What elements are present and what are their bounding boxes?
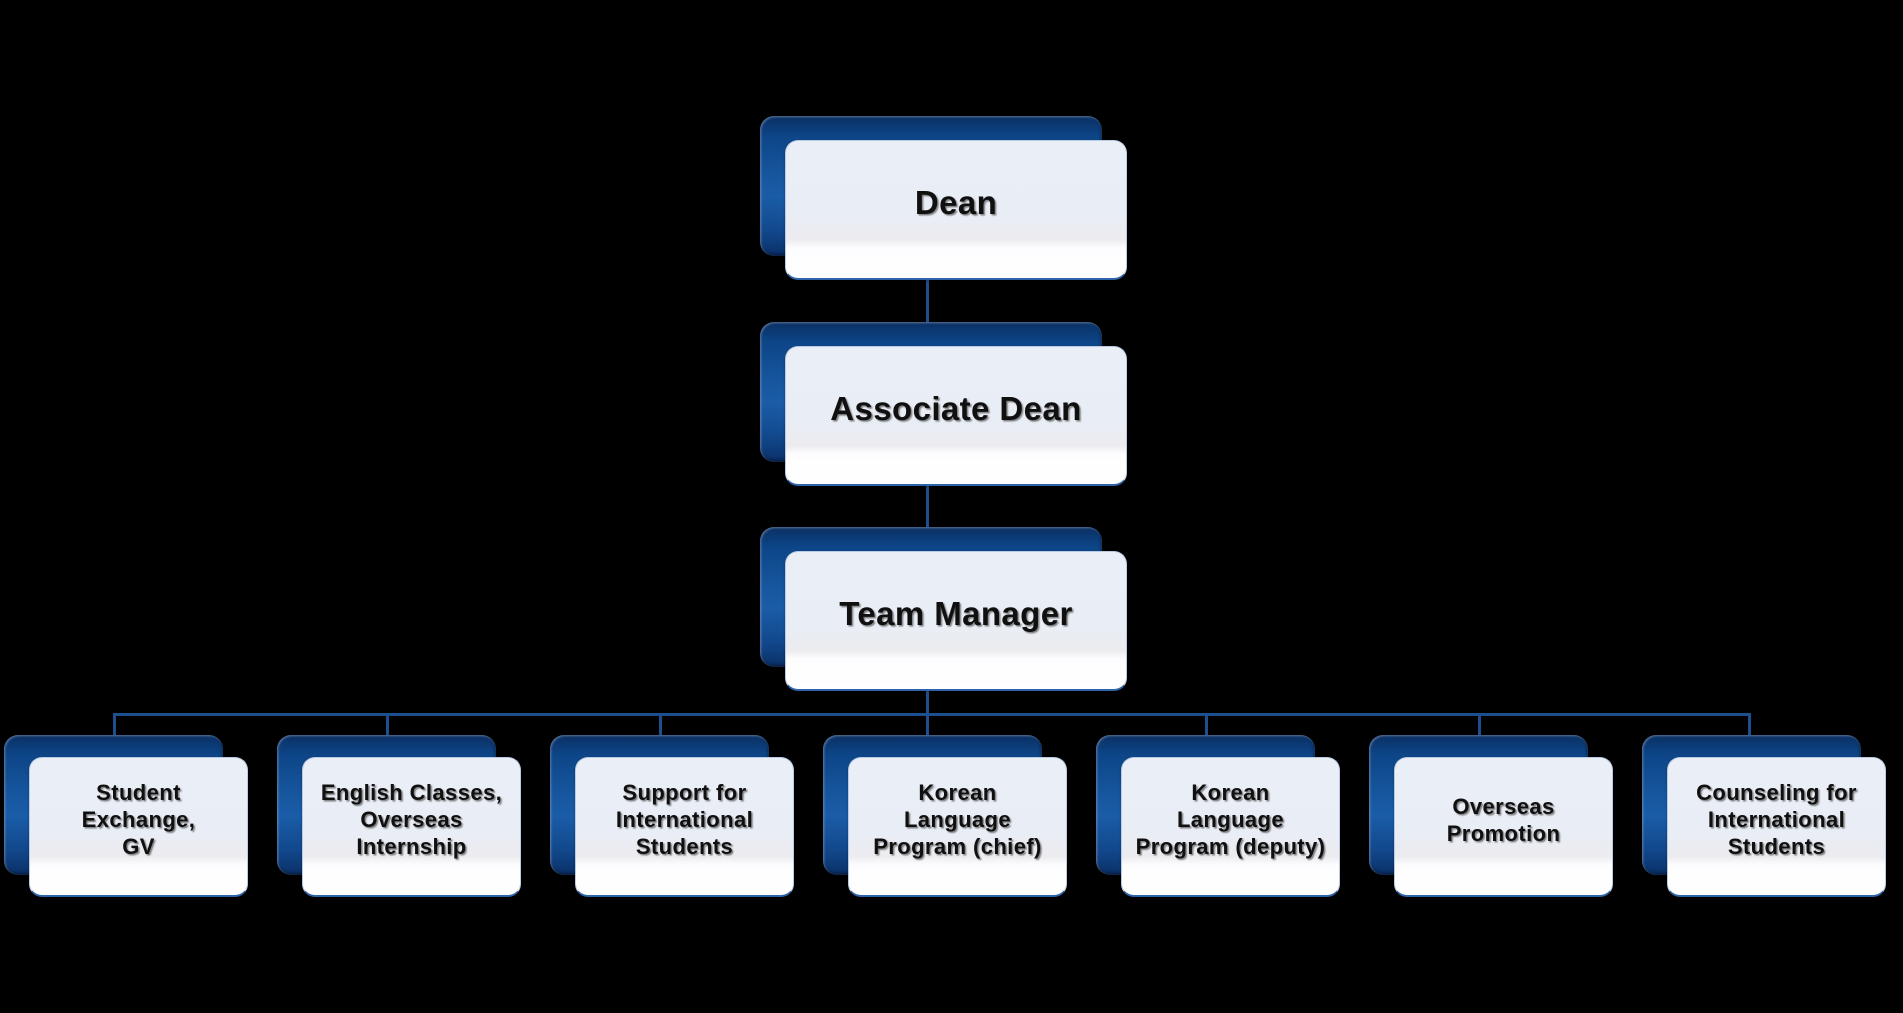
node-label: Korean Language Program (deputy) — [1135, 780, 1326, 859]
connector-drop-7 — [1748, 713, 1751, 737]
connector-drop-2 — [386, 713, 389, 737]
node-leaf-english-classes[interactable]: English Classes, Overseas Internship — [277, 735, 521, 897]
node-face: Student Exchange, GV — [29, 757, 248, 897]
connector-drop-4 — [926, 713, 929, 737]
node-label: Student Exchange, GV — [81, 780, 196, 859]
connector-drop-1 — [113, 713, 116, 737]
node-face: Korean Language Program (chief) — [848, 757, 1067, 897]
node-face: Support for International Students — [575, 757, 794, 897]
node-associate-dean[interactable]: Associate Dean — [760, 322, 1127, 486]
node-face: Korean Language Program (deputy) — [1121, 757, 1340, 897]
node-dean[interactable]: Dean — [760, 116, 1127, 280]
node-face: Team Manager — [785, 551, 1127, 691]
node-label: Dean — [914, 184, 998, 222]
node-team-manager[interactable]: Team Manager — [760, 527, 1127, 691]
node-leaf-counseling-international[interactable]: Counseling for International Students — [1642, 735, 1886, 897]
connector-drop-3 — [659, 713, 662, 737]
node-leaf-overseas-promotion[interactable]: Overseas Promotion — [1369, 735, 1613, 897]
node-face: Associate Dean — [785, 346, 1127, 486]
node-leaf-korean-deputy[interactable]: Korean Language Program (deputy) — [1096, 735, 1340, 897]
connector-drop-6 — [1478, 713, 1481, 737]
node-face: English Classes, Overseas Internship — [302, 757, 521, 897]
node-label: Associate Dean — [830, 390, 1082, 428]
node-label: Counseling for International Students — [1696, 780, 1857, 859]
node-face: Dean — [785, 140, 1127, 280]
node-leaf-support-international[interactable]: Support for International Students — [550, 735, 794, 897]
node-face: Overseas Promotion — [1394, 757, 1613, 897]
connector-dean-to-associate — [926, 200, 929, 380]
node-leaf-korean-chief[interactable]: Korean Language Program (chief) — [823, 735, 1067, 897]
node-label: Support for International Students — [615, 780, 754, 859]
node-leaf-student-exchange[interactable]: Student Exchange, GV — [4, 735, 248, 897]
connector-horizontal-bus — [113, 713, 1748, 716]
node-label: Korean Language Program (chief) — [873, 780, 1042, 859]
connector-drop-5 — [1205, 713, 1208, 737]
node-label: English Classes, Overseas Internship — [320, 780, 503, 859]
node-label: Team Manager — [839, 595, 1073, 633]
node-label: Overseas Promotion — [1446, 793, 1561, 846]
node-face: Counseling for International Students — [1667, 757, 1886, 897]
